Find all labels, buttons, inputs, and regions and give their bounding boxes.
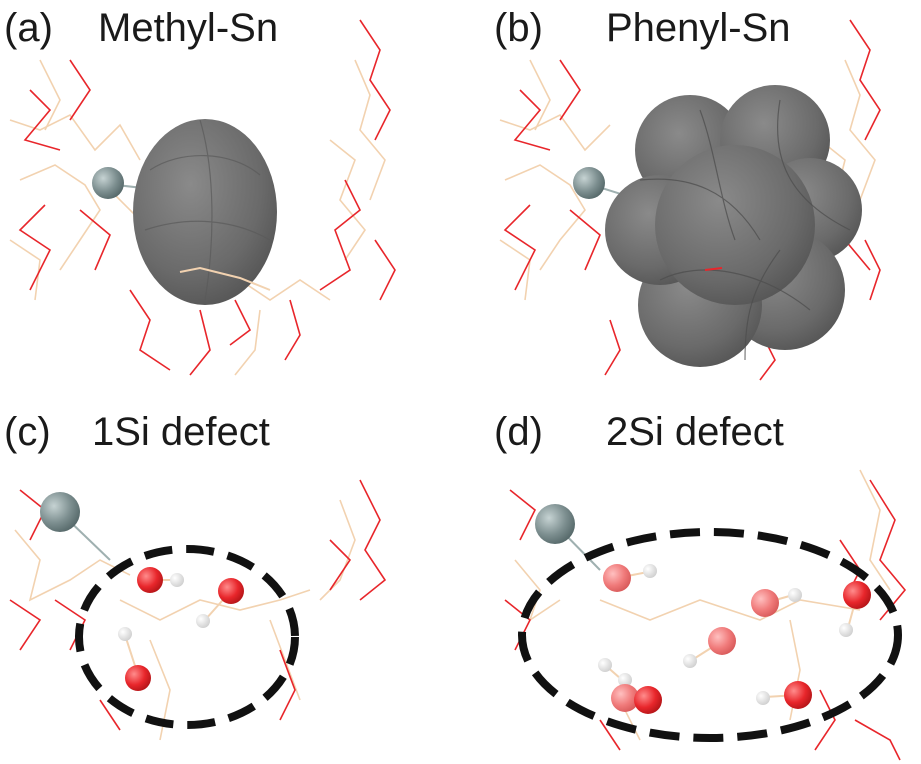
panel-b-letter: (b) bbox=[494, 6, 543, 50]
methyl-surface-seams bbox=[144, 119, 271, 301]
methyl-group-surface bbox=[133, 119, 277, 305]
tin-atom-b bbox=[573, 167, 605, 199]
phenyl-surface-seams bbox=[639, 99, 851, 361]
tin-atom-a bbox=[92, 167, 124, 199]
panel-d-title: 2Si defect bbox=[606, 410, 784, 454]
methyl-front-bond bbox=[179, 266, 271, 291]
phenyl-group-surface bbox=[605, 85, 862, 367]
tin-atom-c bbox=[40, 492, 80, 532]
phenyl-front-bond bbox=[704, 267, 723, 271]
silanol-nest-2si bbox=[598, 564, 871, 714]
defect-ellipse-d bbox=[518, 528, 902, 742]
panel-b-title: Phenyl-Sn bbox=[606, 6, 791, 50]
silanol-nest-1si bbox=[118, 567, 244, 691]
panel-c-letter: (c) bbox=[4, 410, 51, 454]
tin-atom-d bbox=[535, 504, 575, 544]
panel-c-title: 1Si defect bbox=[92, 410, 270, 454]
defect-ellipse-c bbox=[75, 545, 299, 729]
panel-a-title: Methyl-Sn bbox=[98, 6, 279, 50]
panel-d-letter: (d) bbox=[494, 410, 543, 454]
panel-c-framework bbox=[9, 479, 387, 741]
panel-a-letter: (a) bbox=[4, 6, 53, 50]
